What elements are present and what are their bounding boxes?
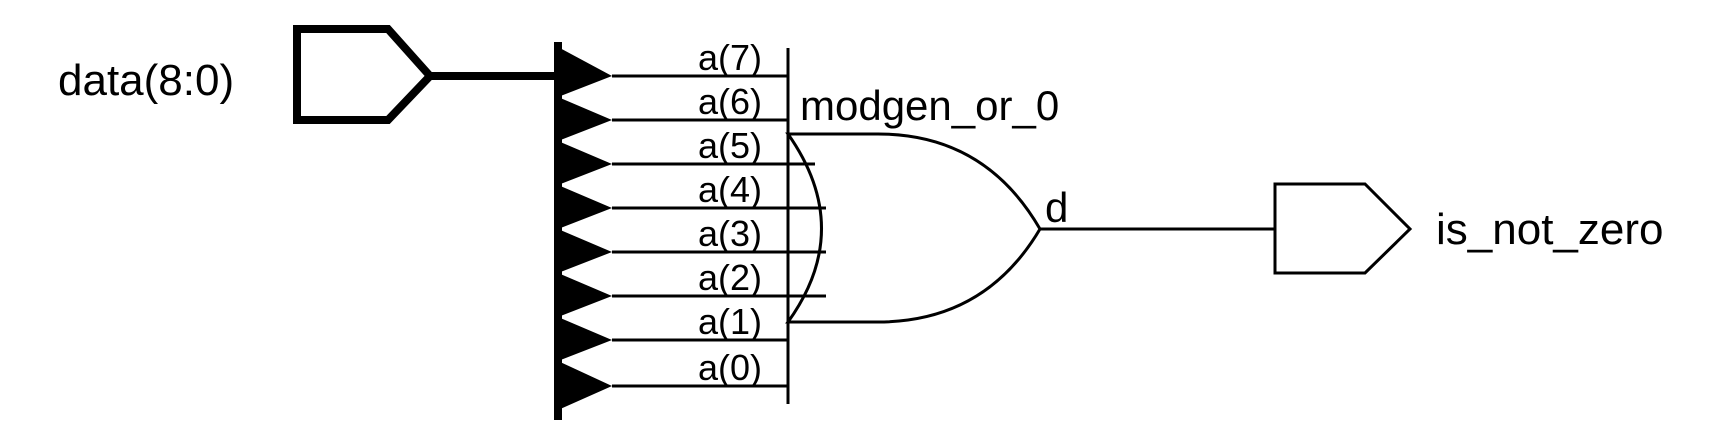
pin-labels: a(7) a(6) a(5) a(4) a(3) a(2) a(1) a(0) (698, 37, 762, 388)
ripper-tap (558, 141, 612, 185)
bit-wires (612, 74, 826, 388)
output-port-is-not-zero[interactable]: is_not_zero (1273, 182, 1663, 275)
output-port-shape (1273, 182, 1413, 275)
output-port-label: is_not_zero (1436, 205, 1663, 254)
ripper-tap (558, 273, 612, 317)
gate-output-pin-label: d (1045, 184, 1068, 231)
gate-instance-label: modgen_or_0 (800, 82, 1059, 129)
or-gate-body (785, 132, 1042, 324)
pin-label-a7: a(7) (698, 37, 762, 78)
input-port-data[interactable]: data(8:0) (58, 25, 436, 124)
pin-label-a0: a(0) (698, 347, 762, 388)
ripper-tap (558, 361, 612, 410)
ripper-tap (558, 97, 612, 141)
ripper-tap (558, 185, 612, 229)
pin-label-a6: a(6) (698, 81, 762, 122)
pin-label-a2: a(2) (698, 257, 762, 298)
or-gate-modgen-or-0[interactable]: modgen_or_0 d (785, 48, 1068, 404)
pin-label-a5: a(5) (698, 125, 762, 166)
pin-label-a4: a(4) (698, 169, 762, 210)
input-port-label: data(8:0) (58, 56, 234, 105)
bus-ripper (558, 47, 612, 410)
input-port-shape (293, 25, 436, 124)
ripper-tap (558, 229, 612, 273)
ripper-tap (558, 317, 612, 361)
pin-label-a3: a(3) (698, 213, 762, 254)
ripper-tap (558, 47, 612, 97)
pin-label-a1: a(1) (698, 301, 762, 342)
